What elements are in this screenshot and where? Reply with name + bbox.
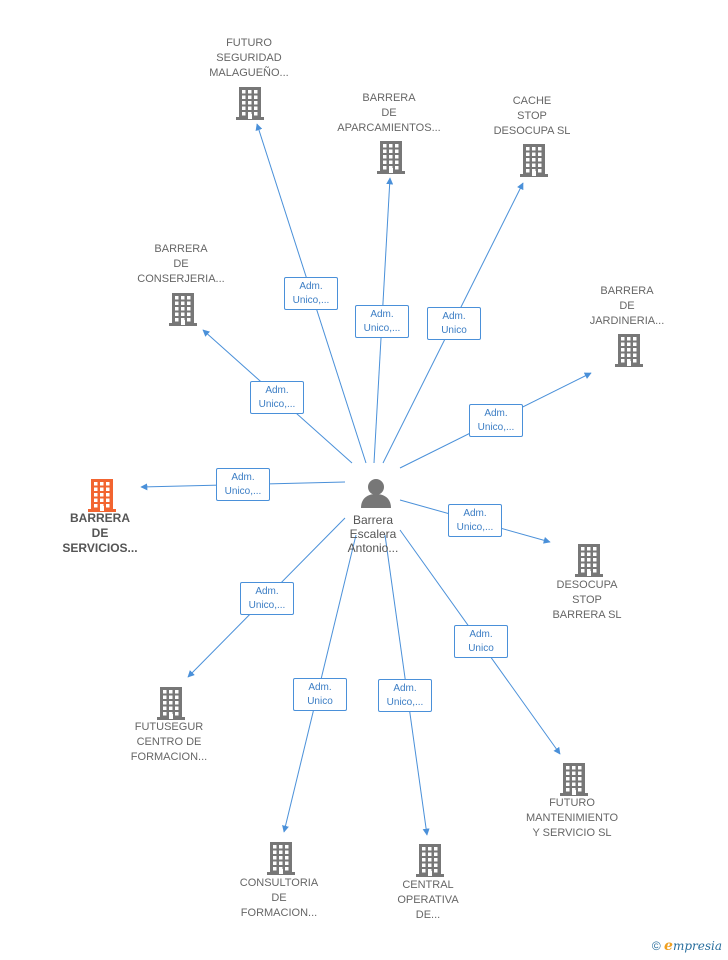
- company-name[interactable]: BARRERA DE SERVICIOS...: [62, 511, 138, 555]
- relation-label-barrera-aparcamientos[interactable]: Adm. Unico,...: [355, 305, 409, 338]
- person-icon: [361, 479, 391, 508]
- building-icon-svg: [575, 544, 603, 577]
- relation-label-desocupa-stop[interactable]: Adm. Unico,...: [448, 504, 502, 537]
- company-name[interactable]: FUTURO SEGURIDAD MALAGUEÑO...: [209, 37, 289, 79]
- building-icon-svg: [157, 687, 185, 720]
- building-icon-svg: [560, 763, 588, 796]
- building-icon[interactable]: [265, 840, 297, 881]
- building-icon[interactable]: [518, 142, 550, 183]
- company-name[interactable]: CACHE STOP DESOCUPA SL: [493, 95, 571, 137]
- copyright-symbol: ©: [651, 939, 661, 953]
- building-icon[interactable]: [375, 139, 407, 180]
- relation-label-cache-stop[interactable]: Adm. Unico: [427, 307, 481, 340]
- building-icon[interactable]: [155, 685, 187, 726]
- building-icon[interactable]: [558, 761, 590, 802]
- building-icon[interactable]: [573, 542, 605, 583]
- relation-label-barrera-servicios[interactable]: Adm. Unico,...: [216, 468, 270, 501]
- relation-label-central-operativa[interactable]: Adm. Unico,...: [378, 679, 432, 712]
- company-name[interactable]: DESOCUPA STOP BARRERA SL: [552, 579, 622, 621]
- building-icon-svg: [267, 842, 295, 875]
- company-name[interactable]: BARRERA DE JARDINERIA...: [589, 285, 665, 327]
- relation-label-futuro-seguridad[interactable]: Adm. Unico,...: [284, 277, 338, 310]
- center-person-name: Barrera Escalera Antonio...: [347, 513, 399, 555]
- building-icon[interactable]: [167, 291, 199, 332]
- company-name[interactable]: BARRERA DE CONSERJERIA...: [137, 243, 225, 285]
- building-icon-svg: [88, 479, 116, 512]
- company-name[interactable]: CENTRAL OPERATIVA DE...: [397, 879, 459, 921]
- building-icon-svg: [377, 141, 405, 174]
- building-icon-svg: [520, 144, 548, 177]
- building-icon[interactable]: [414, 842, 446, 883]
- building-icon[interactable]: [234, 85, 266, 126]
- building-icon-svg: [615, 334, 643, 367]
- company-name[interactable]: CONSULTORIA DE FORMACION...: [239, 877, 319, 919]
- company-name[interactable]: FUTUSEGUR CENTRO DE FORMACION...: [130, 721, 208, 763]
- relation-label-consultoria[interactable]: Adm. Unico: [293, 678, 347, 711]
- building-icon-svg: [416, 844, 444, 877]
- building-icon[interactable]: [613, 332, 645, 373]
- company-name[interactable]: BARRERA DE APARCAMIENTOS...: [337, 92, 441, 134]
- building-icon[interactable]: [86, 477, 118, 518]
- center-person-node[interactable]: [356, 476, 396, 512]
- brand-text: empresia: [664, 938, 722, 954]
- empresia-logo: © empresia: [652, 938, 722, 954]
- building-icon-svg: [236, 87, 264, 120]
- relation-label-futusegur[interactable]: Adm. Unico,...: [240, 582, 294, 615]
- company-name[interactable]: FUTURO MANTENIMIENTO Y SERVICIO SL: [525, 797, 619, 839]
- relation-label-barrera-conserjeria[interactable]: Adm. Unico,...: [250, 381, 304, 414]
- relation-label-barrera-jardineria[interactable]: Adm. Unico,...: [469, 404, 523, 437]
- relation-label-futuro-mantenimiento[interactable]: Adm. Unico: [454, 625, 508, 658]
- building-icon-svg: [169, 293, 197, 326]
